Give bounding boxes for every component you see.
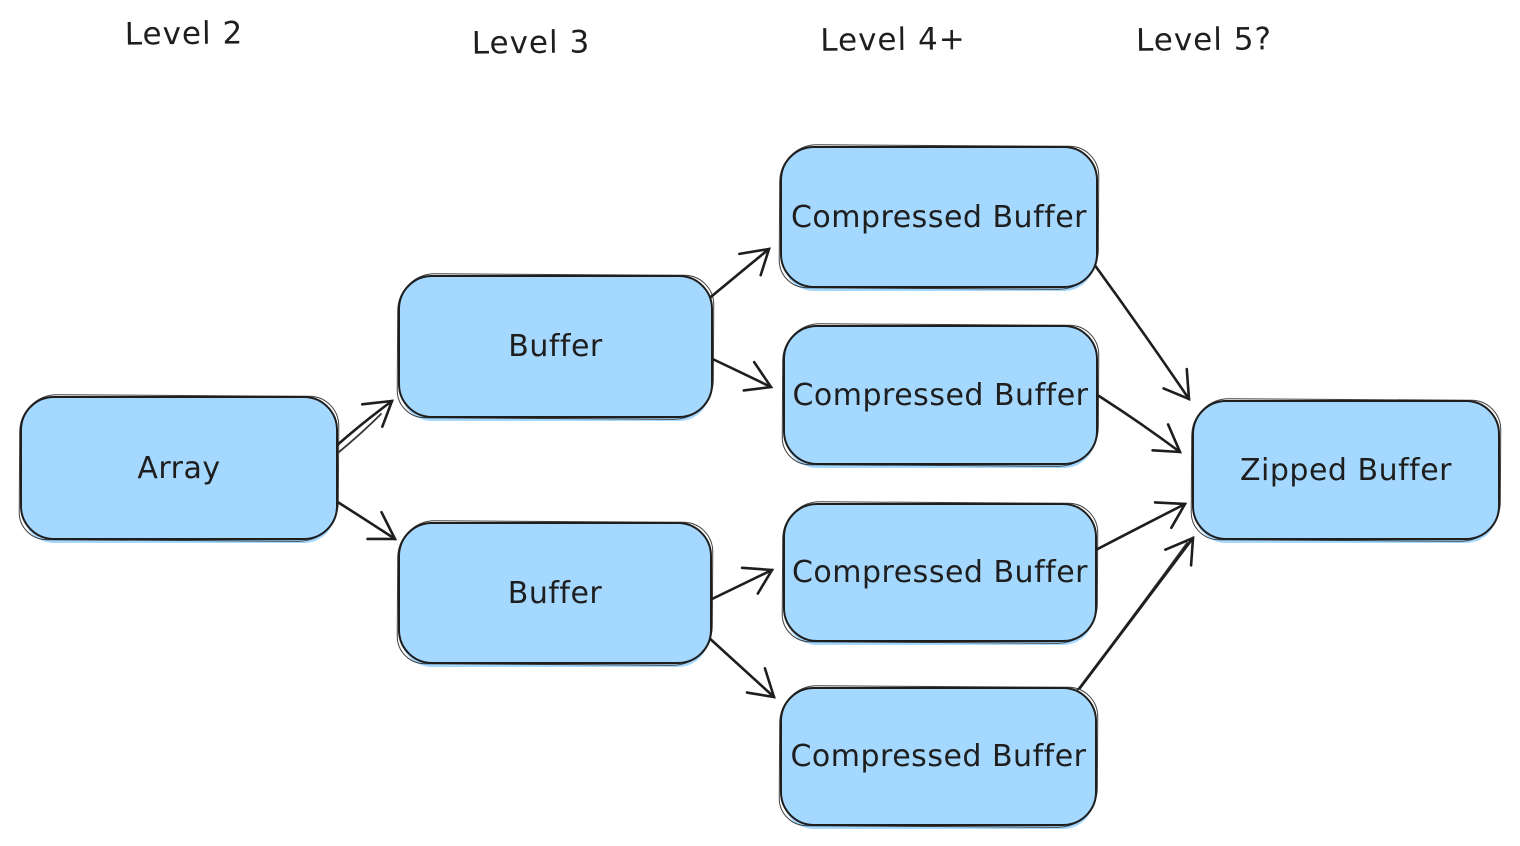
node-array-label: Array <box>137 450 221 486</box>
arrow-compressed-buffer-2-to-zipped-buffer <box>1097 394 1183 454</box>
arrow-array-to-buffer-top <box>333 399 394 449</box>
node-compressed-buffer-1[interactable]: Compressed Buffer <box>780 146 1098 288</box>
node-compressed-buffer-2-label: Compressed Buffer <box>792 377 1089 413</box>
arrow-array-to-buffer-top-sketch <box>338 413 382 453</box>
node-compressed-buffer-4-label: Compressed Buffer <box>790 739 1087 774</box>
arrow-array-to-buffer-bottom <box>326 494 398 541</box>
arrow-buffer-bottom-to-compressed-buffer-3 <box>710 566 775 601</box>
node-zipped-buffer[interactable]: Zipped Buffer <box>1192 400 1500 540</box>
node-compressed-buffer-3-label: Compressed Buffer <box>791 555 1088 590</box>
node-buffer-bottom-label: Buffer <box>507 575 603 611</box>
node-compressed-buffer-4[interactable]: Compressed Buffer <box>780 687 1097 826</box>
column-header-level-5: Level 5? <box>1135 21 1273 59</box>
node-compressed-buffer-1-label: Compressed Buffer <box>790 199 1087 235</box>
arrow-buffer-top-to-compressed-buffer-1 <box>704 247 771 303</box>
node-buffer-top[interactable]: Buffer <box>398 275 713 418</box>
node-buffer-top-label: Buffer <box>508 329 603 364</box>
node-compressed-buffer-3[interactable]: Compressed Buffer <box>783 503 1097 642</box>
node-array[interactable]: Array <box>20 396 338 540</box>
node-compressed-buffer-2[interactable]: Compressed Buffer <box>783 325 1098 465</box>
arrow-compressed-buffer-3-to-zipped-buffer <box>1086 501 1188 556</box>
node-buffer-bottom[interactable]: Buffer <box>398 522 712 664</box>
column-header-level-3: Level 3 <box>471 24 591 62</box>
column-header-level-4: Level 4+ <box>820 21 966 59</box>
arrow-buffer-bottom-to-compressed-buffer-4 <box>705 634 776 699</box>
node-zipped-buffer-label: Zipped Buffer <box>1239 452 1453 488</box>
column-header-level-2: Level 2 <box>124 15 244 53</box>
arrow-compressed-buffer-1-to-zipped-buffer <box>1092 262 1191 402</box>
